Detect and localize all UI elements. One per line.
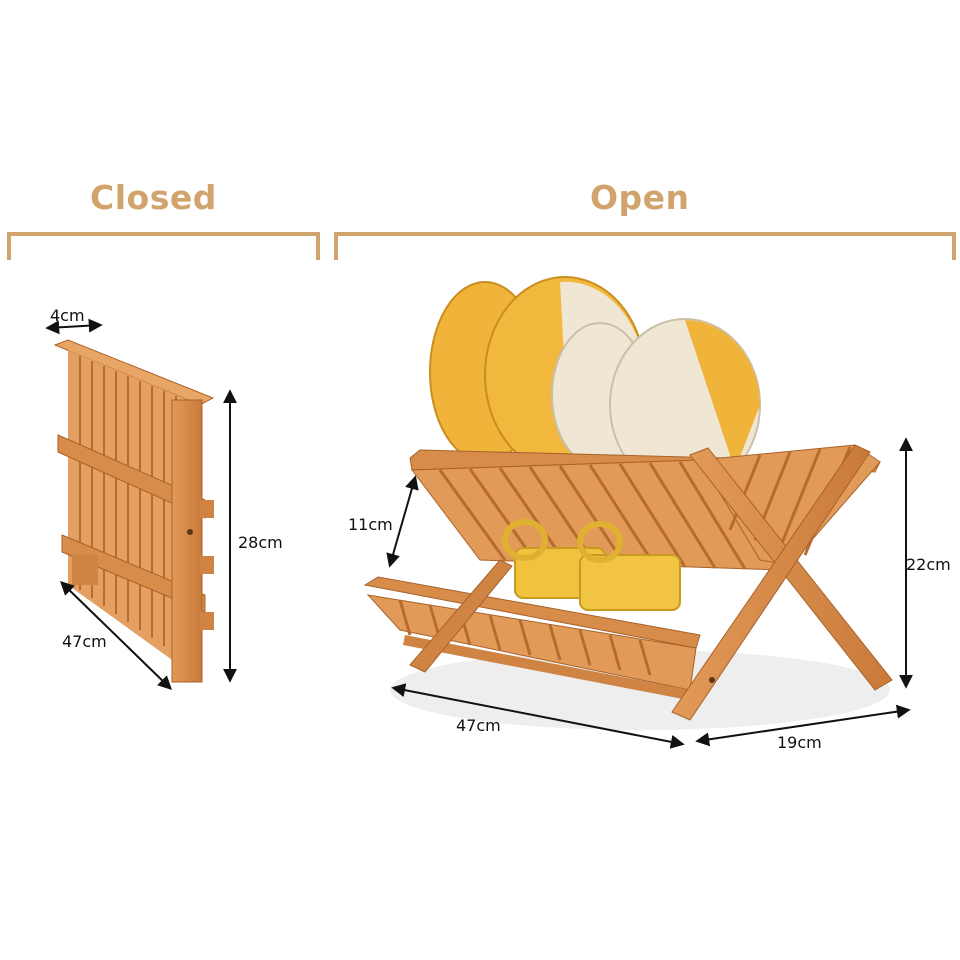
closed-bracket <box>7 232 320 260</box>
closed-height-label: 28cm <box>238 533 283 552</box>
closed-heading: Closed <box>90 178 217 217</box>
open-height-label: 22cm <box>906 555 951 574</box>
open-bracket <box>334 232 956 260</box>
open-width-label: 19cm <box>777 733 822 752</box>
closed-depth-label: 4cm <box>50 306 85 325</box>
closed-rack <box>53 339 215 683</box>
closed-length-label: 47cm <box>62 632 107 651</box>
open-tier-gap-label: 11cm <box>348 515 393 534</box>
open-length-label: 47cm <box>456 716 501 735</box>
open-heading: Open <box>590 178 690 217</box>
open-rack <box>363 276 893 730</box>
